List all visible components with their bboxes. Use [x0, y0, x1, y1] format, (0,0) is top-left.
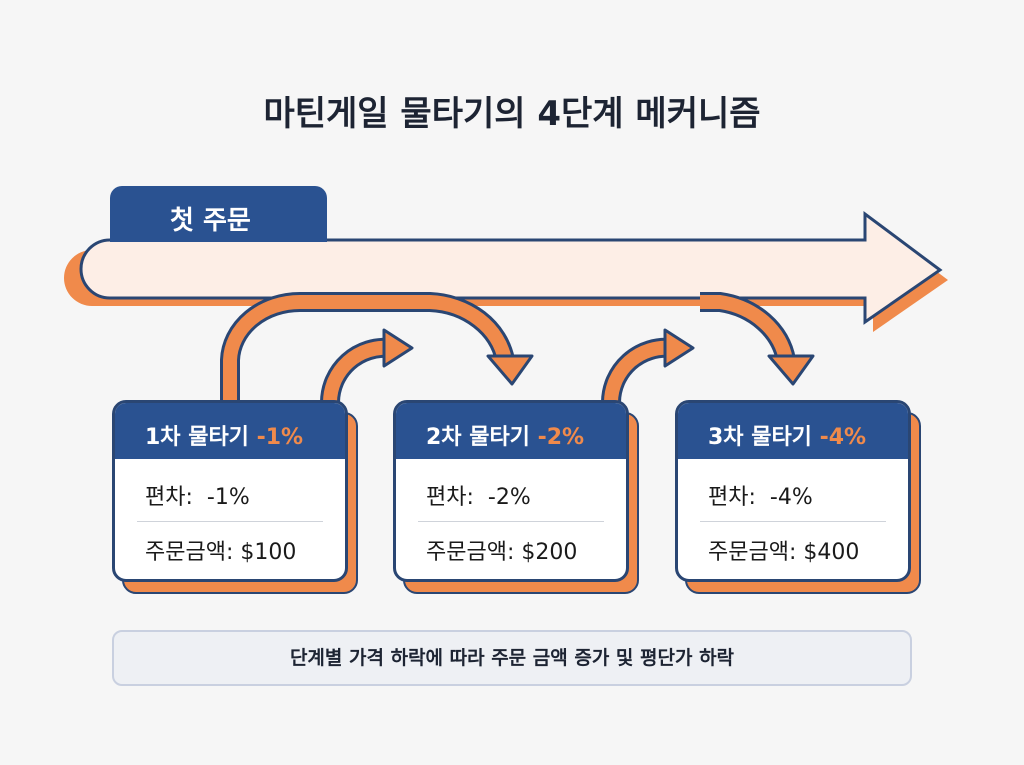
- deviation-row: 편차: -1%: [145, 485, 250, 510]
- card-percent: -4%: [819, 425, 867, 450]
- divider: [700, 521, 886, 522]
- caption-box: 단계별 가격 하락에 따라 주문 금액 증가 및 평단가 하락: [112, 630, 912, 686]
- arrowhead-right-1: [382, 328, 414, 368]
- card-percent: -1%: [256, 425, 304, 450]
- amount-row: 주문금액: $200: [426, 540, 578, 565]
- deviation-row: 편차: -2%: [426, 485, 531, 510]
- divider: [418, 521, 604, 522]
- amount-row: 주문금액: $400: [708, 540, 860, 565]
- amount-row: 주문금액: $100: [145, 540, 297, 565]
- card-header: 1차 물타기 -1%: [115, 403, 345, 459]
- divider: [137, 521, 323, 522]
- page-title: 마틴게일 물타기의 4단계 메커니즘: [263, 94, 761, 134]
- card-percent: -2%: [537, 425, 585, 450]
- arrowhead-down-1: [486, 354, 534, 386]
- step-card-3: 3차 물타기 -4% 편차: -4% 주문금액: $400: [675, 400, 911, 582]
- step-card-1: 1차 물타기 -1% 편차: -1% 주문금액: $100: [112, 400, 348, 582]
- arrowhead-down-2: [767, 354, 815, 386]
- first-order-tab: 첫 주문: [110, 186, 327, 242]
- card-header: 3차 물타기 -4%: [678, 403, 908, 459]
- step-card-2: 2차 물타기 -2% 편차: -2% 주문금액: $200: [393, 400, 629, 582]
- card-header: 2차 물타기 -2%: [396, 403, 626, 459]
- arrowhead-right-2: [663, 328, 695, 368]
- deviation-row: 편차: -4%: [708, 485, 813, 510]
